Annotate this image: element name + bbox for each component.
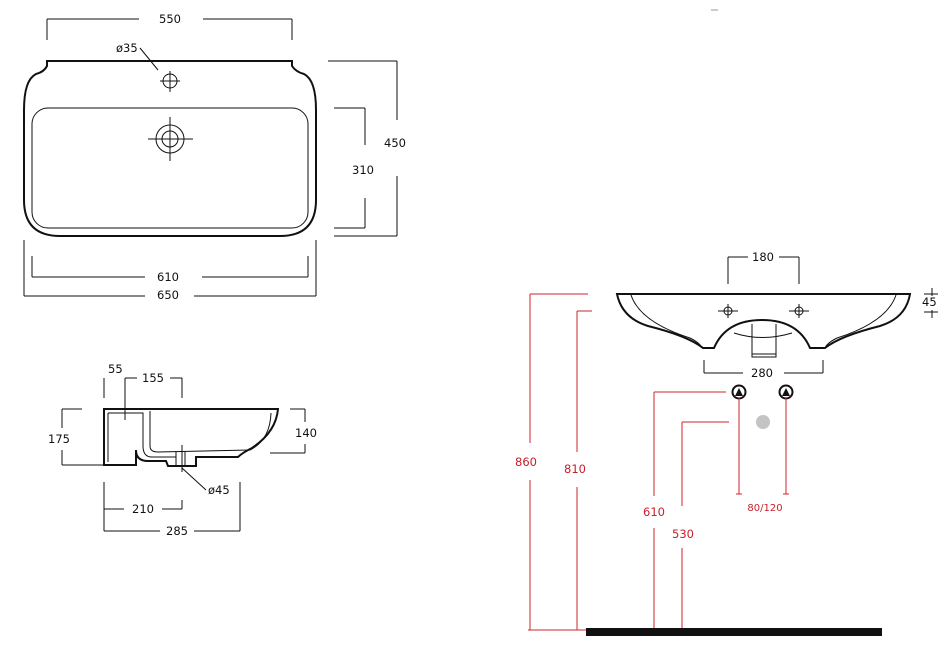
dim-610-red: 610 [643,505,665,519]
dim-80-120: 80/120 [747,503,782,514]
tap-holes-front [718,304,809,318]
dimension-lines-side [61,377,306,532]
dim-tap-hole: ø35 [116,41,138,55]
dim-650: 650 [157,288,179,302]
floor-line [586,628,882,636]
waste-outlet-icon [756,415,770,429]
dim-140: 140 [295,426,317,440]
drain-icon [148,117,193,161]
dim-550: 550 [159,12,181,26]
supply-valve-icon [778,384,794,400]
side-view: 55 155 175 140 ø45 210 285 [48,362,317,538]
dim-45: 45 [922,295,937,309]
overflow-channel [107,412,186,466]
dim-310: 310 [352,163,374,177]
tap-hole-icon [160,71,180,92]
basin-outline-front [615,293,912,349]
dim-55: 55 [108,362,123,376]
supply-valve-icon [731,384,747,400]
top-view: 550 ø35 450 310 610 650 [23,12,406,302]
dim-610: 610 [157,270,179,284]
dim-280: 280 [751,366,773,380]
front-view: 180 45 280 860 810 610 530 80/120 [515,250,938,636]
bowl-inner-front [630,294,897,349]
dim-530: 530 [672,527,694,541]
dim-drain: ø45 [208,483,230,497]
dimension-lines-top [23,18,398,297]
pedestal-front [733,324,793,358]
dim-210: 210 [132,502,154,516]
dim-180: 180 [752,250,774,264]
dim-175: 175 [48,432,70,446]
dimension-lines-front [703,256,938,374]
dim-285: 285 [166,524,188,538]
bowl-inner-side [149,411,272,453]
dim-450: 450 [384,136,406,150]
dim-155: 155 [142,371,164,385]
installation-height-lines [528,293,789,631]
dim-860: 860 [515,455,537,469]
bowl-outline-top [31,107,309,229]
basin-outline-side [103,408,280,467]
dim-810: 810 [564,462,586,476]
